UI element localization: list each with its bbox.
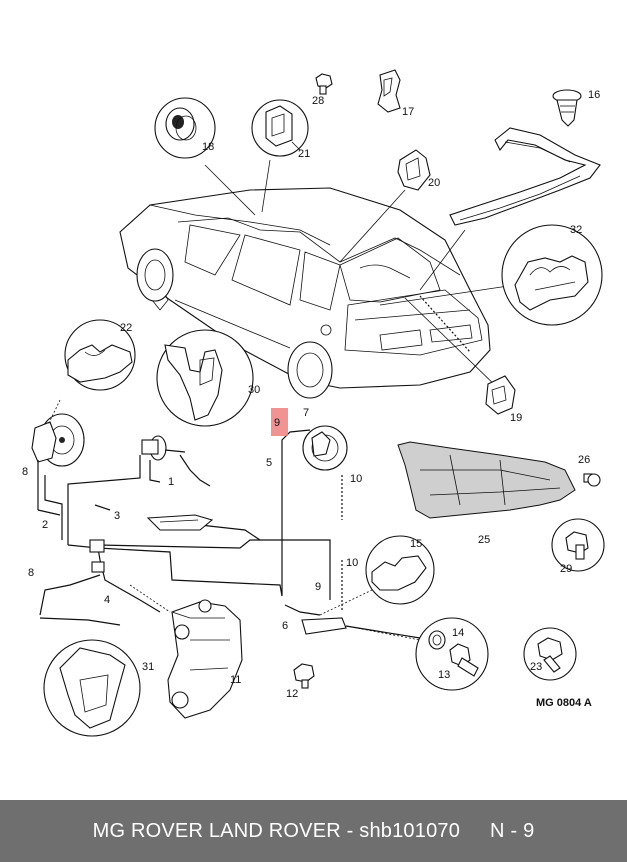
part-seal-strip (449, 127, 601, 226)
label-12: 12 (286, 688, 298, 700)
parts-diagram: 28 17 16 18 21 20 32 22 30 19 9 7 8 5 1 … (22, 69, 605, 737)
label-13: 13 (438, 669, 450, 681)
leader-lines (204, 159, 516, 391)
label-8-top: 8 (22, 466, 28, 478)
label-26: 26 (578, 454, 590, 466)
footer-bar: MG ROVER LAND ROVER - shb101070 N - 9 (0, 800, 627, 862)
label-10-bottom: 10 (346, 557, 358, 569)
label-23: 23 (530, 661, 542, 673)
part-20-clip (397, 149, 431, 191)
part-12-bolt (293, 663, 315, 689)
part-25-heat-shield (397, 441, 576, 519)
footer-page: N - 9 (490, 819, 535, 842)
label-6: 6 (282, 620, 288, 632)
part-31-bracket (43, 639, 141, 737)
part-21-clip (251, 99, 309, 157)
part-11-valve (167, 599, 243, 719)
part-26-screw (583, 473, 601, 487)
part-13-14-bolt-washer (415, 617, 489, 691)
part-18-grommet (154, 97, 216, 159)
part-19-clip (485, 375, 516, 415)
part-32-clip (501, 224, 603, 326)
label-17: 17 (402, 106, 414, 118)
label-22: 22 (120, 322, 132, 334)
label-14: 14 (452, 627, 464, 639)
label-19: 19 (510, 412, 522, 424)
label-28: 28 (312, 95, 324, 107)
part-30-bracket (156, 329, 254, 427)
part-17-clip (377, 69, 401, 113)
label-21: 21 (298, 148, 310, 160)
label-3: 3 (114, 510, 120, 522)
label-4: 4 (104, 594, 110, 606)
label-1: 1 (168, 476, 174, 488)
label-5: 5 (266, 457, 272, 469)
brake-drum-rear (302, 425, 348, 610)
car-illustration (119, 187, 491, 399)
part-16-fastener (552, 89, 582, 127)
label-9-highlighted: 9 (274, 417, 280, 429)
label-29: 29 (560, 563, 572, 575)
label-25: 25 (478, 534, 490, 546)
part-28-bolt (315, 73, 333, 95)
brake-pipes (39, 429, 331, 626)
label-9-bottom: 9 (315, 581, 321, 593)
label-10-top: 10 (350, 473, 362, 485)
reference-code: MG 0804 A (536, 697, 592, 709)
label-30: 30 (248, 384, 260, 396)
highlight-marker (271, 408, 288, 436)
callout-labels: 28 17 16 18 21 20 32 22 30 19 9 7 8 5 1 … (22, 89, 600, 709)
part-23-bolt (523, 627, 577, 681)
part-15-bracket (365, 535, 435, 605)
handbrake-lever (146, 514, 214, 531)
label-7: 7 (303, 407, 309, 419)
lower-leaders (47, 399, 421, 641)
footer-brand: MG ROVER LAND ROVER - shb101070 (92, 819, 461, 842)
label-31: 31 (142, 661, 154, 673)
brake-disc-front (31, 413, 85, 516)
label-20: 20 (428, 177, 440, 189)
brake-servo (141, 435, 211, 487)
label-16: 16 (588, 89, 600, 101)
label-8-bottom: 8 (28, 567, 34, 579)
label-2: 2 (42, 519, 48, 531)
part-22-bracket (64, 319, 136, 391)
label-18: 18 (202, 141, 214, 153)
label-32: 32 (570, 224, 582, 236)
rear-axle-bracket (301, 617, 421, 639)
label-11: 11 (230, 674, 241, 686)
part-29-bolt (551, 518, 605, 572)
label-15: 15 (410, 538, 422, 550)
